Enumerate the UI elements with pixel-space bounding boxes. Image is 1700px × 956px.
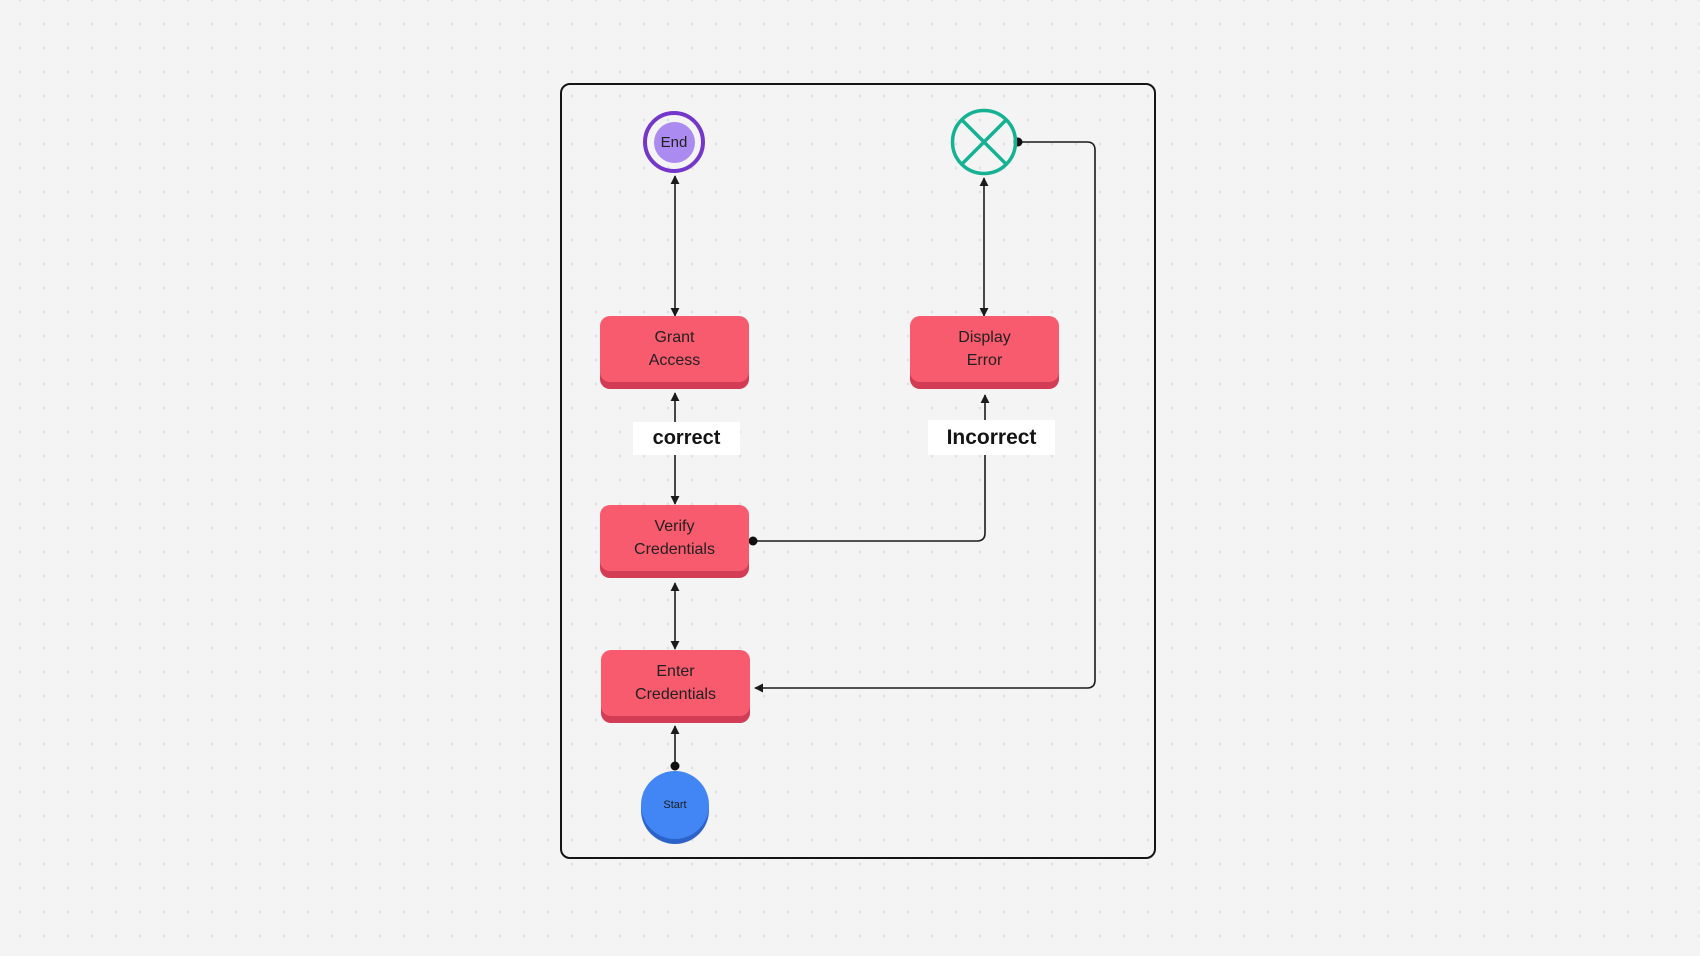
end-node-inner: End bbox=[653, 121, 695, 163]
edge-label-incorrect[interactable]: Incorrect bbox=[928, 420, 1055, 455]
display-error-label: Display Error bbox=[958, 328, 1011, 369]
enter-credentials-label: Enter Credentials bbox=[635, 662, 716, 703]
connection-dot bbox=[748, 536, 758, 546]
edge-label-correct-text: correct bbox=[652, 427, 721, 449]
verify-credentials-node[interactable]: Verify Credentials bbox=[600, 505, 749, 571]
edge-verify-to-display[interactable] bbox=[753, 394, 990, 542]
end-node[interactable]: End bbox=[643, 111, 705, 173]
verify-credentials-label: Verify Credentials bbox=[634, 517, 715, 558]
retry-junction-node[interactable] bbox=[950, 108, 1018, 176]
start-node-label: Start bbox=[663, 799, 687, 811]
edge-label-correct[interactable]: correct bbox=[633, 422, 740, 455]
grant-access-label: Grant Access bbox=[648, 328, 701, 369]
connection-dot bbox=[670, 761, 680, 771]
display-error-node[interactable]: Display Error bbox=[910, 316, 1059, 382]
edge-label-incorrect-text: Incorrect bbox=[946, 425, 1037, 449]
enter-credentials-node[interactable]: Enter Credentials bbox=[601, 650, 750, 716]
container-shape[interactable] bbox=[560, 83, 1156, 859]
grant-access-node[interactable]: Grant Access bbox=[600, 316, 749, 382]
end-node-label: End bbox=[660, 133, 688, 151]
start-node[interactable]: Start bbox=[641, 771, 709, 839]
crossed-circle-icon bbox=[950, 108, 1018, 176]
edge-junction-to-enter[interactable] bbox=[754, 141, 1096, 693]
